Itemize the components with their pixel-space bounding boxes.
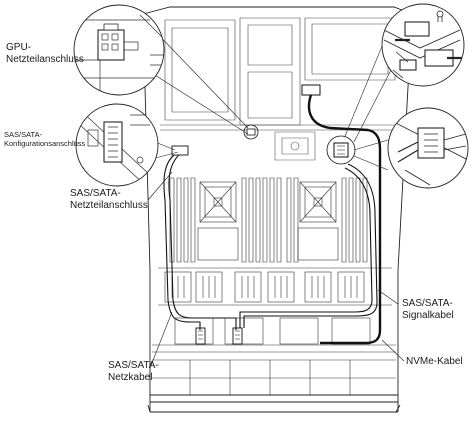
nvme-cable: [307, 91, 382, 345]
label-gpu-power-connector: GPU- Netzteilanschluss: [6, 42, 84, 65]
sas-sata-power-cable: [163, 151, 237, 330]
nvme-riser-connector: [301, 84, 321, 96]
label-sas-sata-power-cable: SAS/SATA- Netzkabel: [108, 360, 159, 383]
zoom-gpu-power-connector: [73, 4, 165, 96]
zoom-nvme-riser-connector: [381, 3, 465, 87]
backplane-connector-2: [232, 327, 243, 345]
fan-2: [195, 271, 223, 303]
label-nvme-cable: NVMe-Kabel: [406, 356, 463, 367]
board-power-connector: [171, 145, 189, 156]
sas-sata-signal-cable: [239, 163, 378, 328]
rear-compartment: [160, 17, 396, 131]
callout-leaders: [74, 21, 393, 171]
label-sas-sata-power-connector: SAS/SATA- Netzteilanschluss: [70, 188, 148, 211]
processor-1: [199, 181, 237, 223]
system-board: [169, 177, 368, 263]
dimm-bank-3: [286, 177, 299, 263]
drive-backplane: [152, 317, 396, 395]
fan-bay: [158, 267, 392, 306]
fan-4: [267, 271, 295, 303]
fan-6: [337, 271, 365, 303]
dimm-bank-1: [169, 177, 196, 263]
zoom-sas-sata-signal-connector: [387, 107, 469, 189]
dimm-bank-2: [241, 177, 282, 263]
centre-bracket: [274, 131, 316, 161]
zoom-sas-sata-config-connector: [75, 103, 159, 187]
label-sas-sata-signal-cable: SAS/SATA- Signalkabel: [402, 298, 454, 321]
fan-3: [234, 271, 262, 303]
gpu-connector-socket: [243, 124, 259, 140]
processor-2: [299, 181, 337, 223]
fan-5: [304, 271, 332, 303]
label-sas-sata-config-connector: SAS/SATA- Konfigurationsanschluss: [4, 130, 86, 148]
